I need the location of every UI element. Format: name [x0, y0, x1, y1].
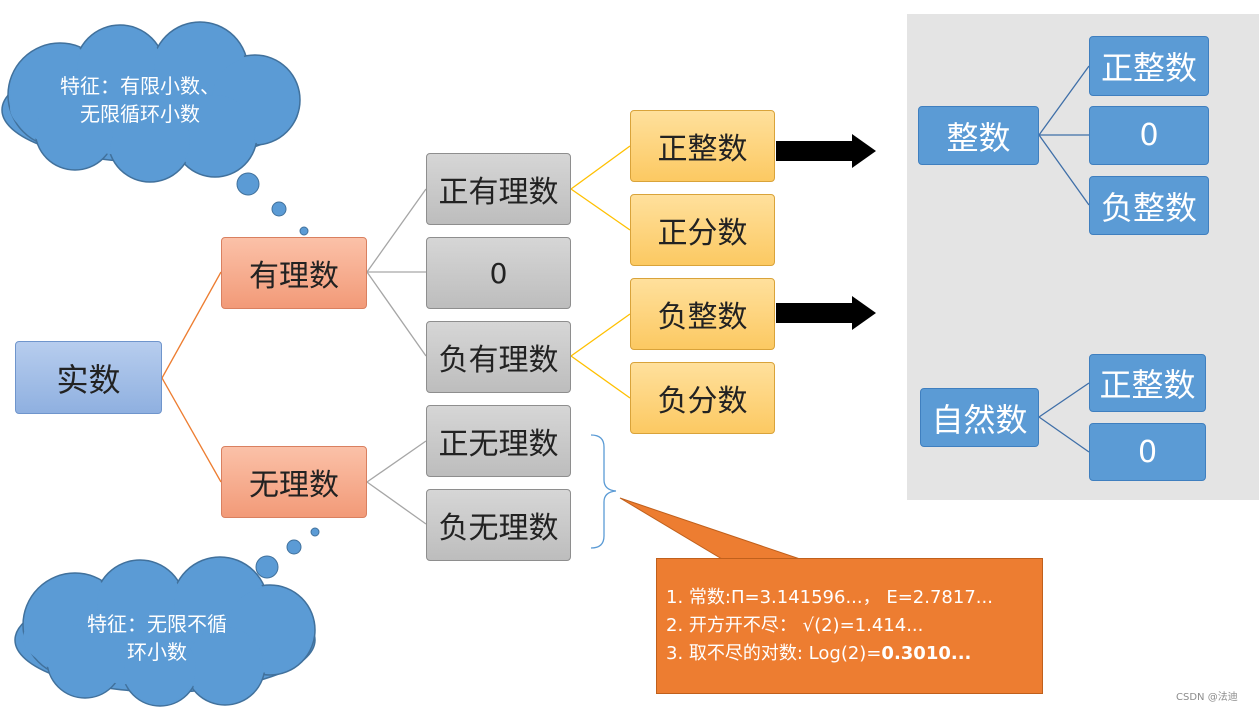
- node-naturals: 自然数: [920, 388, 1039, 447]
- node-nat-pos: 正整数: [1089, 354, 1206, 412]
- thought-bubble: [286, 539, 302, 555]
- thought-bubble: [236, 172, 260, 196]
- node-nat-zero: 0: [1089, 423, 1206, 481]
- connector-irrational-neg: [366, 481, 427, 525]
- cloud-irrational-text: 特征：无限不循 环小数: [37, 610, 277, 666]
- node-neg-irrational: 负无理数: [426, 489, 571, 561]
- cloud-irrational-line2: 环小数: [127, 640, 187, 664]
- note-line-3-prefix: 3. 取不尽的对数: Log(2)=: [666, 643, 882, 664]
- node-rational: 有理数: [221, 237, 367, 309]
- node-int-pos: 正整数: [1089, 36, 1209, 96]
- node-irrational: 无理数: [221, 446, 367, 518]
- connector-rational-pos: [366, 188, 427, 273]
- node-int-neg: 负整数: [1089, 176, 1209, 235]
- note-line-2: 2. 开方开不尽： √(2)=1.414...: [666, 615, 924, 636]
- node-real: 实数: [15, 341, 162, 414]
- irrational-examples-note: 1. 常数:Π=3.141596...， E=2.7817... 2. 开方开不…: [656, 558, 1043, 694]
- connector-rational-neg: [366, 271, 427, 357]
- connector-real-rational: [161, 271, 222, 379]
- node-pos-rational: 正有理数: [426, 153, 571, 225]
- connector-int-neg: [1038, 134, 1090, 206]
- cloud-rational-line1: 特征：有限小数、: [60, 74, 220, 98]
- node-pos-integer: 正整数: [630, 110, 775, 182]
- thought-bubble: [299, 226, 309, 236]
- node-pos-irrational: 正无理数: [426, 405, 571, 477]
- connector-real-irrational: [161, 377, 222, 483]
- node-neg-rational: 负有理数: [426, 321, 571, 393]
- connector-nat-pos: [1038, 382, 1090, 418]
- thought-bubble: [271, 201, 287, 217]
- node-neg-fraction: 负分数: [630, 362, 775, 434]
- note-line-3: 3. 取不尽的对数: Log(2)=0.3010...: [666, 640, 1042, 668]
- cloud-irrational-line1: 特征：无限不循: [87, 612, 227, 636]
- connector-neg-rational-frac: [570, 355, 631, 399]
- arrow-right-icon: [776, 134, 876, 168]
- node-zero: 0: [426, 237, 571, 309]
- note-line-1: 1. 常数:Π=3.141596...， E=2.7817...: [666, 587, 993, 608]
- cloud-rational-line2: 无限循环小数: [80, 102, 200, 126]
- watermark-credit: CSDN @法迪: [1176, 692, 1238, 703]
- cloud-rational-text: 特征：有限小数、 无限循环小数: [20, 72, 260, 128]
- connector-pos-rational-int: [570, 145, 631, 190]
- connector-pos-rational-frac: [570, 188, 631, 231]
- arrow-right-icon: [776, 296, 876, 330]
- connector-irrational-pos: [366, 440, 427, 483]
- node-integers: 整数: [918, 106, 1039, 165]
- note-line-3-value: 0.3010...: [881, 643, 972, 664]
- connector-int-pos: [1038, 65, 1090, 136]
- connector-neg-rational-int: [570, 313, 631, 357]
- node-neg-integer: 负整数: [630, 278, 775, 350]
- node-int-zero: 0: [1089, 106, 1209, 165]
- thought-bubble: [310, 527, 320, 537]
- node-pos-fraction: 正分数: [630, 194, 775, 266]
- thought-bubble: [255, 555, 279, 579]
- connector-nat-zero: [1038, 416, 1090, 453]
- bracket-icon: [590, 434, 617, 549]
